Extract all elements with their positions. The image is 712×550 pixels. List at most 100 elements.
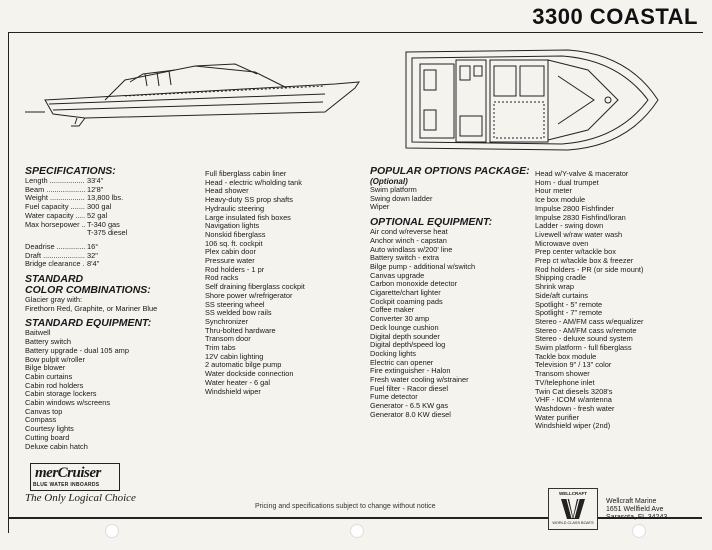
wellcraft-logo-bottom: WORLD CLASS BOATS — [552, 521, 594, 525]
list-item: Canvas top — [25, 406, 63, 416]
list-item: Swim platform — [370, 185, 417, 194]
spec-row-max-hp-extra: T-375 diesel — [87, 228, 128, 238]
list-item: Bilge pump - additional w/switch — [370, 261, 476, 271]
list-item: Television 9" / 13" color — [535, 360, 612, 370]
spec-value: 12'8" — [87, 184, 104, 194]
list-item: Canvas upgrade — [370, 270, 425, 280]
list-item: Impulse 2800 Fishfinder — [535, 203, 614, 213]
color-line-1: Glacier gray with: — [25, 295, 83, 305]
list-item: Ice box module — [535, 195, 586, 205]
list-item: Prep ct w/tackle box & freezer — [535, 256, 634, 266]
spec-row: Beam12'8" — [25, 184, 190, 195]
list-item: Fume detector — [370, 392, 418, 402]
list-item: Air cond w/reverse heat — [370, 227, 448, 237]
spec-label: Max horsepower — [25, 221, 85, 230]
column-specifications: SPECIFICATIONS: Length33'4"Beam12'8"Weig… — [25, 166, 190, 451]
spec-value: 300 gal — [87, 202, 112, 212]
popular-options-heading: POPULAR OPTIONS PACKAGE: — [370, 165, 530, 177]
spec-value: 16° — [87, 241, 99, 251]
spec-value: 8'4" — [87, 259, 100, 269]
list-item: Impulse 2830 Fishfind/loran — [535, 212, 626, 222]
list-item: Cutting board — [25, 432, 70, 442]
list-item: Windshield wiper — [205, 386, 261, 396]
mercruiser-logo-text: merCruiser — [35, 465, 101, 481]
list-item: Carbon monoxide detector — [370, 279, 458, 289]
list-item: Digital depth/speed log — [370, 340, 446, 350]
list-item: Livewell w/raw water wash — [535, 229, 623, 239]
list-item: Navigation lights — [205, 221, 260, 231]
list-item: Battery upgrade - dual 105 amp — [25, 345, 129, 355]
list-item: Cabin storage lockers — [25, 389, 97, 399]
list-item: Transom shower — [535, 369, 590, 379]
wellcraft-logo: WELLCRAFT WORLD CLASS BOATS — [548, 488, 598, 530]
list-item: Water dockside connection — [205, 369, 294, 379]
list-item: Shrink wrap — [535, 282, 575, 292]
spec-rows-2: Deadrise16°Draft32"Bridge clearance8'4" — [25, 241, 190, 269]
list-item: Compass — [25, 415, 57, 425]
list-item: Battery switch — [25, 337, 72, 347]
spec-label: Draft — [25, 252, 85, 261]
list-item: Synchronizer — [205, 316, 249, 326]
binder-hole-middle — [350, 524, 364, 538]
wellcraft-emblem-icon — [561, 498, 585, 519]
list-item: Self draining fiberglass cockpit — [205, 282, 305, 292]
list-item: Fire extinguisher - Halon — [370, 366, 451, 376]
dealer-line-2: 1651 Wellfield Ave — [606, 506, 664, 513]
color-heading-line1: STANDARD — [25, 273, 84, 286]
list-item: Washdown - fresh water — [535, 403, 615, 413]
list-item: Pressure water — [205, 256, 255, 266]
list-item: Horn - dual trumpet — [535, 177, 599, 187]
list-item: Tackle box module — [535, 351, 597, 361]
list-item: Courtesy lights — [25, 424, 74, 434]
mercruiser-logo-sub: BLUE WATER INBOARDS — [33, 482, 100, 488]
list-item: Stereo - AM/FM cass w/equalizer — [535, 316, 644, 326]
list-item: Head - electric w/holding tank — [205, 177, 302, 187]
wellcraft-logo-top: WELLCRAFT — [559, 491, 587, 496]
boat-profile-drawing — [25, 63, 360, 127]
list-item: Stereo - deluxe sound system — [535, 334, 633, 344]
list-item: Bilge blower — [25, 363, 66, 373]
spec-rows: Length33'4"Beam12'8"Weight13,800 lbs.Fue… — [25, 176, 190, 230]
list-item: Deck lounge cushion — [370, 322, 439, 332]
footnote: Pricing and specifications subject to ch… — [255, 503, 436, 510]
list-item: Prep center w/tackle box — [535, 247, 616, 257]
standard-equipment-heading: STANDARD EQUIPMENT: — [25, 317, 152, 330]
list-item: Microwave oven — [535, 238, 589, 248]
list-item: Docking lights — [370, 348, 417, 358]
spec-label: Fuel capacity — [25, 203, 85, 212]
list-item: Cockpit coaming pads — [370, 296, 443, 306]
list-item: Deluxe cabin hatch — [25, 441, 88, 451]
spec-label: Weight — [25, 194, 85, 203]
spec-row: Draft32" — [25, 250, 190, 261]
list-item: 12V cabin lighting — [205, 351, 264, 361]
list-item: Hydraulic steering — [205, 203, 265, 213]
spec-value: 32" — [87, 250, 98, 260]
list-item: Digital depth sounder — [370, 331, 440, 341]
list-item: Spotlight - 5" remote — [535, 299, 603, 309]
list-item: Electric can opener — [370, 357, 434, 367]
list-item: Water purifier — [535, 412, 580, 422]
list-item: Windshield wiper (2nd) — [535, 421, 611, 431]
spec-row: Bridge clearance8'4" — [25, 260, 190, 269]
list-item: Coffee maker — [370, 305, 415, 315]
list-item: Rod racks — [205, 273, 239, 283]
list-item: Fuel filter - Racor diesel — [370, 383, 449, 393]
popular-options-sub: (Optional) — [370, 177, 408, 186]
list-item: 2 automatic bilge pump — [205, 360, 282, 370]
spec-row: Length33'4" — [25, 176, 190, 186]
spec-row: Max horsepowerT-340 gas — [25, 220, 190, 230]
color-line-2: Firethorn Red, Graphite, or Mariner Blue — [25, 303, 158, 313]
spec-label: Beam — [25, 186, 85, 195]
spec-label: Deadrise — [25, 243, 85, 252]
boat-deck-plan-drawing — [405, 49, 659, 151]
list-item: Trim tabs — [205, 343, 236, 353]
list-item: TV/telephone inlet — [535, 377, 595, 387]
list-item: Shipping cradle — [535, 273, 586, 283]
spec-value: 33'4" — [87, 176, 104, 185]
list-item: Thru-bolted hardware — [205, 325, 276, 335]
page-frame — [8, 32, 703, 533]
